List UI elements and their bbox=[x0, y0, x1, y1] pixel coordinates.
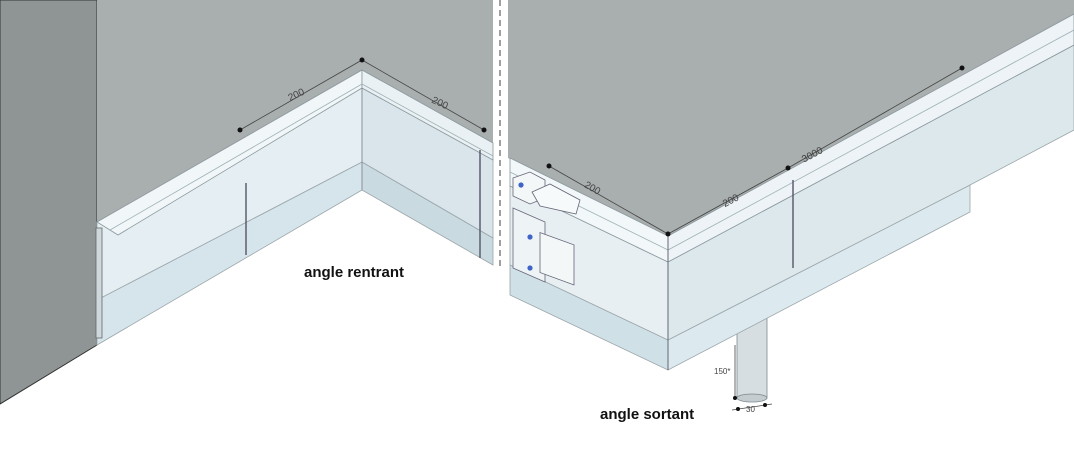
dim-dot bbox=[237, 127, 243, 133]
dim-dot bbox=[481, 127, 487, 133]
cap-right bbox=[361, 69, 494, 161]
label-inner-corner: angle rentrant bbox=[304, 264, 404, 281]
dim-leg-diameter: 30 bbox=[746, 405, 755, 414]
cap-end-piece bbox=[531, 183, 581, 215]
dim-dot bbox=[959, 65, 965, 71]
dim-dot bbox=[733, 396, 737, 400]
dim-dot bbox=[736, 407, 740, 411]
dim-line-outer-right bbox=[667, 167, 789, 235]
dim-line-inner-left bbox=[239, 59, 363, 131]
leg-foot bbox=[736, 393, 768, 403]
fastener bbox=[527, 234, 533, 240]
table-top bbox=[508, 0, 1074, 236]
dim-line-outer-left bbox=[548, 165, 669, 235]
fastener bbox=[527, 265, 533, 271]
dim-dot bbox=[546, 163, 552, 169]
dim-line-inner-right bbox=[361, 59, 485, 131]
fastener bbox=[518, 182, 524, 188]
end-bracket bbox=[512, 207, 546, 283]
label-outer-corner: angle sortant bbox=[600, 406, 694, 423]
dim-dot bbox=[359, 57, 365, 63]
dim-dot bbox=[785, 165, 791, 171]
bracket-plate bbox=[539, 231, 575, 286]
dim-line-outer-long bbox=[787, 67, 963, 169]
cap-groove-right bbox=[361, 83, 494, 157]
cap-groove-left bbox=[109, 83, 363, 231]
dim-dot bbox=[763, 403, 767, 407]
dim-leg-height: 150* bbox=[714, 367, 730, 376]
end-clip-left bbox=[95, 227, 103, 339]
dim-dot bbox=[665, 231, 671, 237]
inner-corner-panel: 200 200 angle rentrant bbox=[0, 0, 494, 405]
outer-corner-panel: 200 200 3000 150* 30 angle sortant bbox=[508, 0, 1074, 423]
cap-groove-side bbox=[667, 29, 1074, 251]
side-wall bbox=[0, 0, 98, 405]
